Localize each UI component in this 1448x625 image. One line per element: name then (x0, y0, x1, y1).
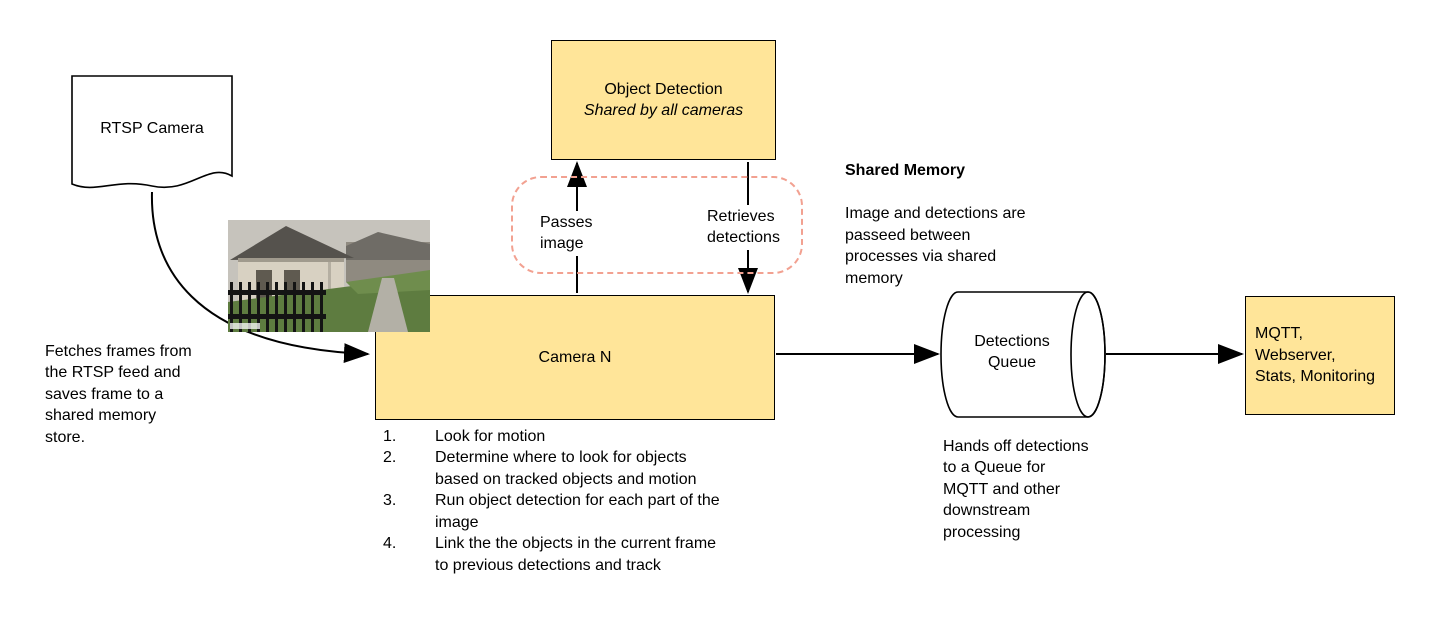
detections-queue-shape (940, 291, 1106, 418)
step-item: 2. Determine where to look for objects b… (383, 447, 813, 490)
step-item: 3. Run object detection for each part of… (383, 490, 813, 533)
queue-note: Hands off detections to a Queue for MQTT… (943, 438, 1089, 541)
step-text: Run object detection for each part of th… (435, 492, 720, 531)
step-number: 4. (383, 535, 397, 553)
shared-memory-note-title: Shared Memory (845, 162, 966, 180)
retrieves-detections-label: Retrieves detections (703, 205, 784, 250)
step-number: 1. (383, 428, 397, 445)
step-item: 1. Look for motion (383, 426, 813, 447)
step-text: Determine where to look for objects base… (435, 449, 697, 488)
fetch-note: Fetches frames from the RTSP feed and sa… (45, 343, 192, 446)
output-label: MQTT, Webserver, Stats, Monitoring (1255, 325, 1376, 386)
object-detection-title: Object Detection (604, 80, 723, 98)
step-number: 2. (383, 449, 397, 467)
snapshot-watermark (230, 323, 260, 329)
camera-n-label: Camera N (538, 348, 612, 366)
steps-list: 1. Look for motion 2. Determine where to… (383, 426, 813, 576)
shared-memory-note: Shared Memory Image and detections are p… (845, 139, 1055, 311)
step-item: 4. Link the the objects in the current f… (383, 533, 813, 576)
step-number: 3. (383, 492, 397, 510)
output-node: MQTT, Webserver, Stats, Monitoring (1245, 296, 1395, 415)
passes-image-label: Passes image (536, 211, 597, 256)
step-text: Look for motion (435, 428, 546, 445)
detections-queue-label: Detections Queue (974, 333, 1050, 372)
object-detection-subtitle: Shared by all cameras (583, 102, 744, 119)
shared-memory-note-body: Image and detections are passeed between… (845, 205, 1026, 287)
rtsp-camera-shape (71, 75, 233, 189)
arrow-rtsp-to-camera (150, 191, 370, 364)
step-text: Link the the objects in the current fram… (435, 535, 717, 574)
object-detection-node: Object Detection Shared by all cameras (551, 40, 776, 160)
shared-memory-region (511, 176, 803, 274)
camera-snapshot-image (228, 220, 430, 332)
camera-n-node: Camera N (375, 295, 775, 420)
camera-snapshot-scene (228, 220, 430, 332)
fence (228, 282, 326, 332)
rtsp-camera-label: RTSP Camera (100, 120, 204, 137)
